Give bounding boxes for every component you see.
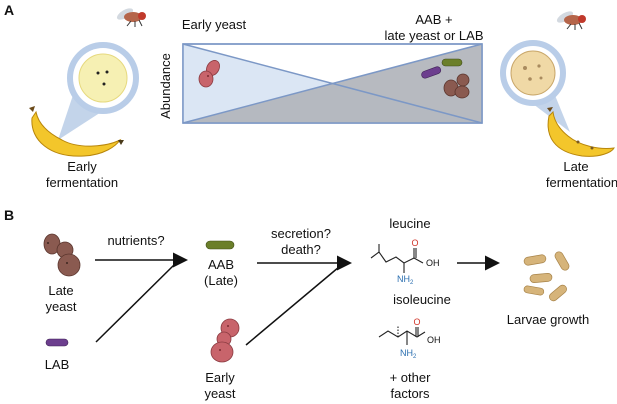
- banana-slice-late: [500, 40, 570, 132]
- aab-label-line1: AAB +: [415, 12, 452, 27]
- early-fermentation-label-line2: fermentation: [46, 175, 118, 190]
- banana-icon-early: [29, 106, 124, 157]
- leucine-oh-label: OH: [426, 258, 440, 268]
- early-yeast-b-label-line1: Early: [205, 370, 235, 385]
- isoleucine-structure: [378, 326, 426, 345]
- leucine-nh2-label: NH2: [397, 274, 414, 286]
- secretion-label-line1: secretion?: [271, 226, 331, 241]
- lab-cell: [45, 338, 69, 347]
- early-yeast-label: Early yeast: [182, 17, 247, 32]
- late-yeast-cells: [43, 233, 81, 277]
- secretion-label-line2: death?: [281, 242, 321, 257]
- nutrients-label: nutrients?: [107, 233, 164, 248]
- abundance-chart: [182, 43, 483, 124]
- late-fermentation-label-line1: Late: [563, 159, 588, 174]
- late-microbes-chart: [421, 58, 470, 99]
- leucine-label: leucine: [389, 216, 430, 231]
- panel-b-label: B: [4, 207, 14, 223]
- early-yeast-to-aminoacids-line: [245, 266, 340, 346]
- larvae-growth-label: Larvae growth: [507, 312, 589, 327]
- early-yeast-cells-chart: [198, 60, 220, 88]
- banana-slice-early: [58, 42, 139, 140]
- leucine-structure: [370, 244, 424, 273]
- other-factors-label-line1: + other: [390, 370, 432, 385]
- leucine-o-label: O: [411, 238, 418, 248]
- aab-label-b-line2: (Late): [204, 273, 238, 288]
- larvae-icons: [523, 251, 570, 302]
- aab-label-b-line1: AAB: [208, 257, 234, 272]
- early-yeast-cells-b: [210, 318, 240, 363]
- lab-label: LAB: [45, 357, 70, 372]
- late-yeast-label-line1: Late: [48, 283, 73, 298]
- late-fermentation-label-line2: fermentation: [546, 175, 617, 190]
- aab-label-line2: late yeast or LAB: [385, 28, 484, 43]
- banana-icon-late: [547, 107, 615, 157]
- early-fermentation-label-line1: Early: [67, 159, 97, 174]
- isoleucine-nh2-label: NH2: [400, 348, 417, 360]
- panel-a-label: A: [4, 2, 14, 18]
- late-yeast-label-line2: yeast: [45, 299, 76, 314]
- isoleucine-o-label: O: [413, 317, 420, 327]
- isoleucine-label: isoleucine: [393, 292, 451, 307]
- aab-cell: [205, 240, 235, 250]
- isoleucine-oh-label: OH: [427, 335, 441, 345]
- lab-to-aab-line: [95, 262, 177, 343]
- abundance-axis-label: Abundance: [158, 53, 173, 119]
- fly-icon-early: [116, 8, 146, 27]
- early-yeast-b-label-line2: yeast: [204, 386, 235, 401]
- other-factors-label-line2: factors: [390, 386, 430, 401]
- fly-icon-late: [556, 11, 586, 30]
